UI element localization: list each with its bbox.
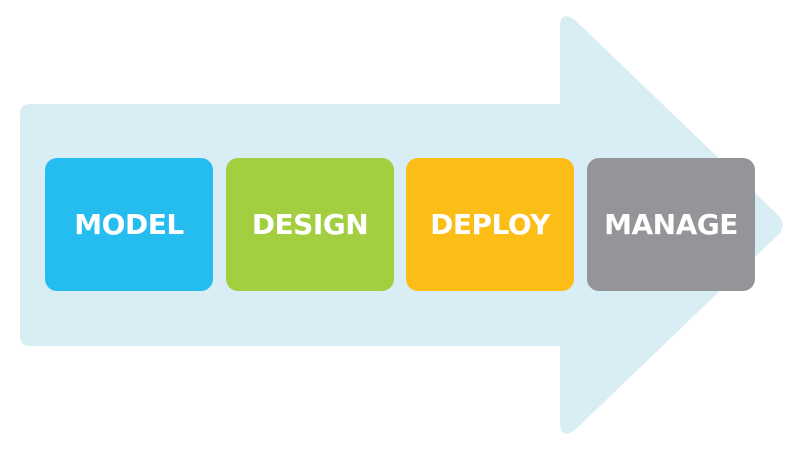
step-manage-label: MANAGE — [604, 208, 738, 241]
step-model: MODEL — [45, 158, 213, 291]
step-design-label: DESIGN — [251, 208, 369, 241]
step-deploy: DEPLOY — [406, 158, 574, 291]
arrow-body — [20, 16, 783, 434]
step-design: DESIGN — [226, 158, 394, 291]
step-model-label: MODEL — [74, 208, 184, 241]
step-manage: MANAGE — [587, 158, 755, 291]
step-deploy-label: DEPLOY — [430, 208, 550, 241]
